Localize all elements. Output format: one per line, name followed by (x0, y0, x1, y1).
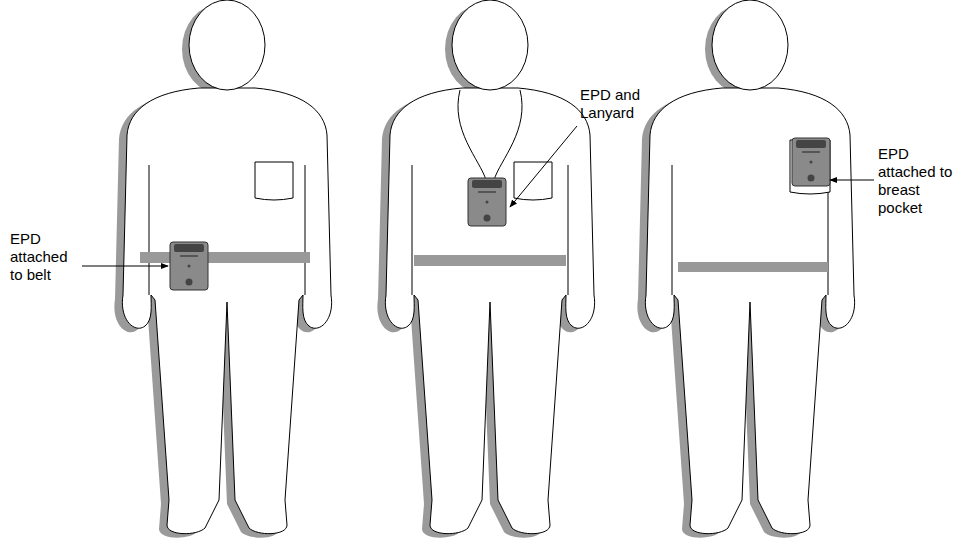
epd-device (792, 138, 830, 186)
person-figure (637, 0, 854, 538)
belt (140, 252, 310, 263)
belt (678, 262, 828, 272)
belt (414, 255, 566, 266)
leader-line (830, 180, 874, 181)
epd-device (170, 242, 208, 290)
leader-line (510, 126, 577, 207)
breast-pocket (255, 162, 293, 200)
callout-label: EPD attached to breast pocket (878, 145, 953, 217)
leader-line (82, 266, 168, 267)
callout-label: EPD attached to belt (10, 230, 82, 284)
callout-label: EPD and Lanyard (580, 86, 650, 122)
person-figure (114, 0, 331, 538)
person-figure (377, 0, 594, 538)
lanyard (458, 90, 522, 180)
breast-pocket (514, 162, 552, 200)
epd-device (468, 178, 506, 226)
